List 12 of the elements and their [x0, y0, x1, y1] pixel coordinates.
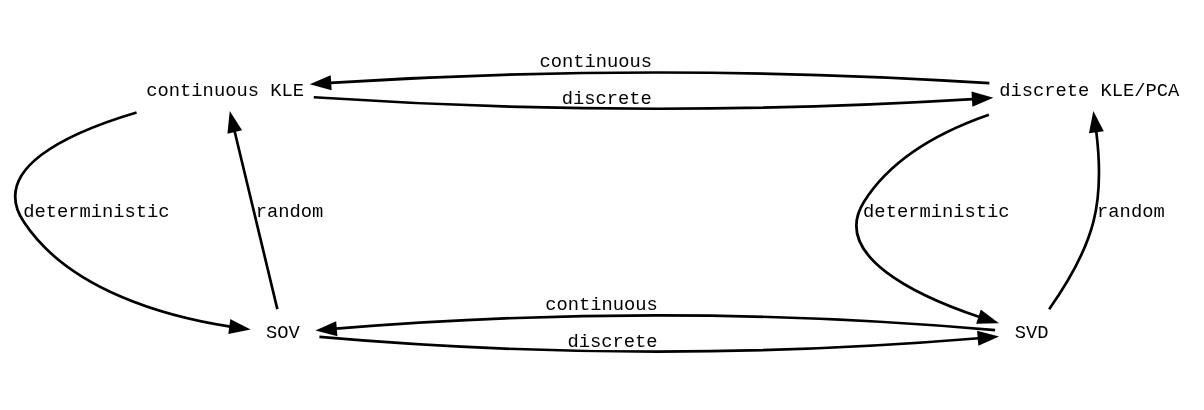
node-text: SOV	[265, 322, 300, 345]
edge-label: random	[1097, 201, 1165, 224]
node-text: continuous KLE	[146, 79, 304, 102]
edge-label: continuous	[545, 294, 658, 317]
edge-label: deterministic	[23, 201, 170, 224]
node-text: discrete KLE/PCA	[999, 79, 1180, 102]
node-text: SVD	[1014, 322, 1049, 345]
edge-label: discrete	[567, 330, 658, 353]
edge-label: discrete	[561, 87, 652, 110]
edge-label: deterministic	[863, 201, 1010, 224]
edge-label: random	[255, 201, 324, 224]
edge-label: continuous	[539, 51, 653, 74]
